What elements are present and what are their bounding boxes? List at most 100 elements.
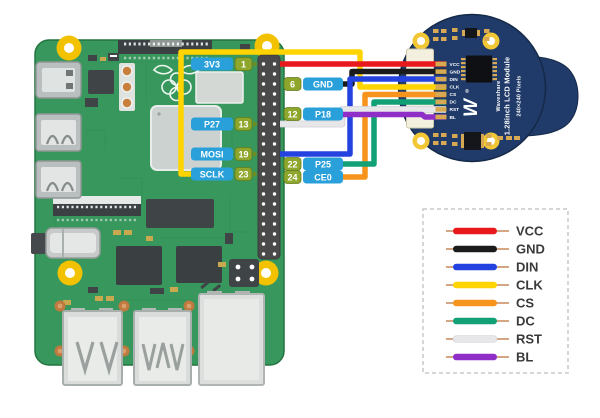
gpio-pill-p25 (303, 157, 343, 171)
legend-label-clk: CLK (516, 278, 543, 293)
gpio-pill-p18 (303, 107, 343, 121)
diagonal-resistors (200, 281, 222, 293)
pi-small-components (63, 44, 250, 305)
legend-row-dc: DC (446, 314, 535, 329)
legend-swatch-clk (453, 281, 497, 289)
legend-label-rst: RST (516, 332, 542, 347)
legend-row-gnd: GND (446, 242, 545, 257)
legend-swatch-gnd (453, 245, 497, 253)
svg-text:GND: GND (313, 79, 334, 89)
svg-text:P18: P18 (315, 109, 331, 119)
gpio-header (257, 54, 281, 260)
lcd-pin-label: DC (450, 100, 457, 106)
lcd-driver-chip (461, 55, 497, 83)
lcd-small-components (433, 28, 520, 150)
gpio-pin-labels: 3V3 1 P27 13 MOSI 19 SCLK 23 6 GND 12 P1… (191, 57, 343, 184)
svg-text:CE0: CE0 (314, 172, 332, 182)
ethernet-controller-chip (176, 246, 222, 283)
pi-mounting-hole (56, 35, 82, 61)
gpio-pin-13 (234, 117, 253, 131)
legend-row-clk: CLK (446, 278, 543, 293)
legend-label-cs: CS (516, 296, 534, 311)
legend-label-dc: DC (516, 314, 535, 329)
usb-port-2 (133, 308, 192, 386)
wire-clk (178, 49, 446, 177)
lcd-model-text: 1.28inch LCD Module (503, 57, 512, 136)
gpio-pill-p27 (191, 117, 233, 131)
gpio-pin-1 (234, 57, 253, 71)
lcd-pin-label: VCC (450, 62, 461, 68)
gpio-pill-gnd (303, 77, 343, 91)
lcd-mounting-holes (412, 32, 500, 150)
svg-text:P25: P25 (315, 159, 331, 169)
gpio-pin-24 (283, 170, 302, 184)
poe-pads (119, 63, 135, 111)
lcd-pin-label: GND (450, 69, 461, 75)
legend-swatch-dc (453, 317, 497, 325)
ram-chip (146, 199, 214, 228)
usb-port-1 (62, 308, 123, 386)
pi-mounting-hole (57, 260, 83, 286)
wifi-chip (195, 71, 244, 104)
gpio-pin-texts: 3V3 1 P27 13 MOSI 19 SCLK 23 6 GND 12 P1… (200, 59, 334, 182)
gpio-pin-12 (283, 107, 302, 121)
lcd-pin-label: RST (450, 107, 460, 113)
legend-swatch-rst (452, 335, 498, 343)
svg-text:P27: P27 (204, 119, 220, 129)
lcd-module: ® W Waveshare 1.28inch LCD Module 240×24… (397, 13, 579, 163)
gpio-pill-sclk (191, 167, 233, 181)
raspberry-pi-board (31, 33, 285, 386)
svg-text:SCLK: SCLK (200, 169, 225, 179)
display-connector (53, 196, 141, 222)
ethernet-port (198, 291, 265, 386)
micro-hdmi-port-1 (35, 113, 82, 152)
legend-swatch-cs (453, 299, 497, 307)
gpio-header-pins (261, 62, 277, 256)
legend-row-din: DIN (446, 260, 538, 275)
small-chip-a (88, 70, 114, 94)
legend-row-rst: RST (446, 332, 542, 347)
legend-swatch-vcc (453, 227, 497, 235)
svg-text:6: 6 (290, 79, 295, 89)
usb-controller-chip (116, 246, 162, 285)
legend-swatch-din (453, 263, 497, 271)
gpio-pin-19 (234, 147, 253, 161)
lcd-pin-label: DIN (450, 77, 459, 83)
gpio-pill-mosi (191, 147, 233, 161)
gpio-pin-23 (234, 167, 253, 181)
gpio-pill-3v3 (191, 57, 233, 71)
lcd-resolution-text: 240×240 Pixels (517, 75, 523, 116)
lcd-brand-text: Waveshare (496, 81, 502, 112)
legend-label-gnd: GND (516, 242, 545, 257)
legend-row-cs: CS (446, 296, 534, 311)
lcd-pin-pads (435, 61, 447, 120)
jumper-header-2x2 (229, 259, 259, 287)
legend-row-bl: BL (446, 350, 533, 365)
svg-text:24: 24 (287, 172, 297, 182)
svg-text:MOSI: MOSI (200, 149, 223, 159)
micro-hdmi-port-2 (35, 160, 82, 199)
svg-text:3V3: 3V3 (204, 59, 220, 69)
audio-jack (31, 227, 101, 259)
svg-text:19: 19 (238, 149, 248, 159)
registered-mark: ® (465, 88, 469, 95)
wire-dc (343, 99, 446, 167)
legend-label-bl: BL (516, 350, 533, 365)
wire-bl (343, 111, 446, 120)
svg-text:13: 13 (238, 119, 248, 129)
lcd-pin-label: CS (450, 92, 457, 98)
gpio-pin-arrows (253, 61, 258, 177)
lcd-pin-label: BL (450, 115, 456, 121)
lcd-pin-label: CLK (450, 85, 460, 91)
legend-label-din: DIN (516, 260, 538, 275)
legend-swatch-bl (453, 353, 497, 361)
legend-box: VCC GND DIN CLK CS DC (422, 208, 569, 374)
svg-text:22: 22 (287, 159, 297, 169)
lcd-pin-labels: VCC GND DIN CLK CS DC RST BL (450, 62, 461, 121)
waveshare-logo: W (461, 97, 482, 117)
legend-row-vcc: VCC (446, 224, 544, 239)
wire-cs (343, 91, 446, 180)
gpio-pin-6 (283, 77, 302, 91)
legend-label-vcc: VCC (516, 224, 544, 239)
